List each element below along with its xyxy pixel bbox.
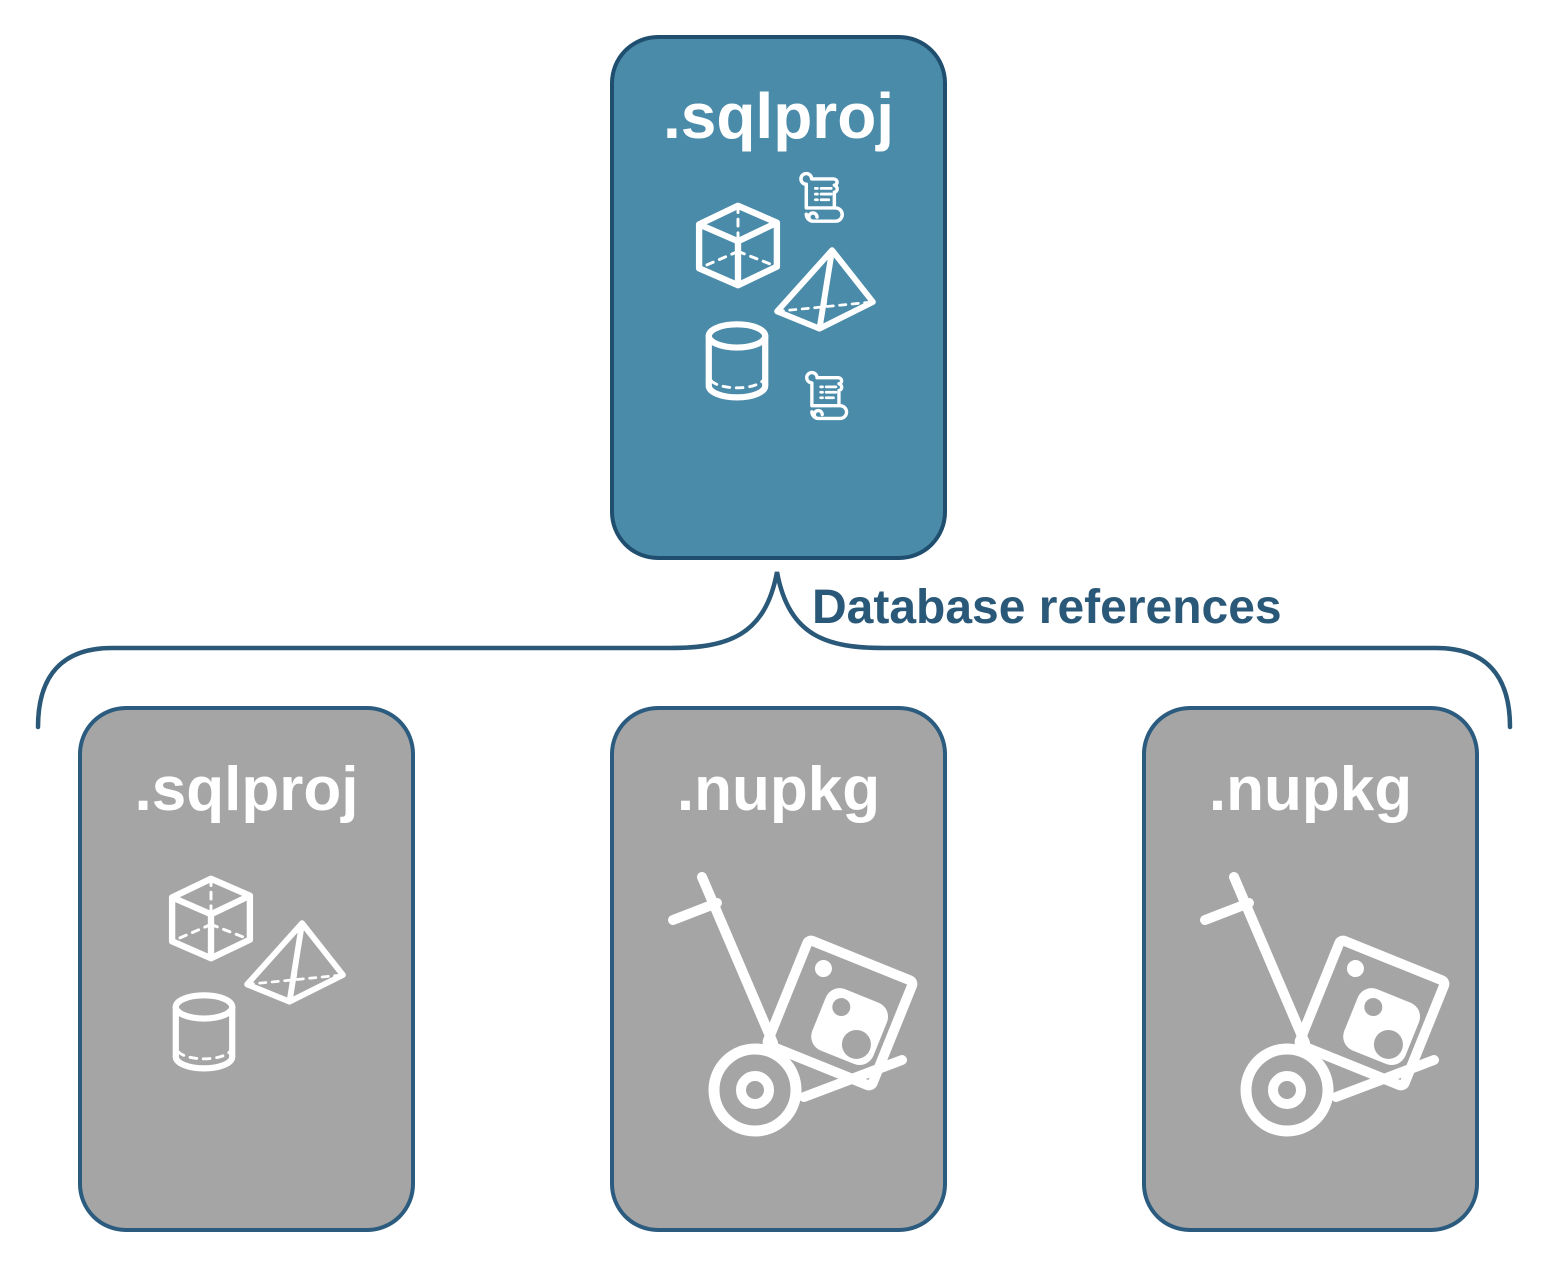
pyramid-icon	[774, 247, 876, 335]
dolly-wheel	[708, 1043, 802, 1137]
scroll-icon	[800, 370, 856, 427]
brace-path	[35, 571, 1513, 730]
child-card-label: .nupkg	[1208, 755, 1413, 824]
pyramid-icon	[244, 920, 346, 1008]
child-sqlproj-card: .sqlproj	[78, 706, 415, 1232]
child-nupkg-card: .nupkg	[610, 706, 947, 1232]
dolly-bar	[697, 872, 778, 1048]
cylinder-hidden-edge	[176, 1050, 232, 1061]
package-dolly-icon	[1200, 870, 1451, 1140]
cube-hidden-edges	[170, 877, 252, 943]
cylinder-icon	[702, 321, 772, 404]
package-box	[762, 935, 918, 1091]
cylinder-hidden-edge	[709, 379, 765, 390]
cylinder-body	[705, 332, 769, 401]
nuget-hole-small	[1364, 998, 1383, 1017]
scroll-text-lines	[819, 385, 838, 400]
dolly-wheel-hub	[1268, 1071, 1306, 1109]
package-box	[1294, 935, 1450, 1091]
root-card-label: .sqlproj	[662, 80, 895, 152]
scroll-outline	[805, 370, 849, 421]
scroll-outline	[799, 171, 844, 223]
dolly-wheel	[1240, 1043, 1334, 1137]
cube-solid-edges	[695, 202, 781, 289]
pyramid-solid-edges	[244, 920, 346, 1005]
child-card-label: .nupkg	[676, 755, 881, 824]
cube-solid-edges	[168, 875, 254, 962]
nuget-hole-large	[1373, 1029, 1403, 1059]
child-nupkg-card: .nupkg	[1142, 706, 1479, 1232]
package-box-outline	[1294, 935, 1450, 1091]
scroll-icon	[794, 171, 852, 230]
nuget-hole-small	[832, 998, 851, 1017]
dolly-wheel-hub	[736, 1071, 774, 1109]
root-sqlproj-card: .sqlproj	[610, 35, 947, 560]
scroll-text-lines	[814, 186, 833, 202]
cylinder-icon	[169, 992, 239, 1075]
cube-hidden-edges	[697, 204, 779, 270]
cube-icon	[167, 872, 255, 965]
nuget-dot	[1346, 960, 1364, 978]
connector-label: Database references	[812, 581, 1282, 634]
pyramid-solid-edges	[774, 247, 876, 332]
child-card-label: .sqlproj	[134, 755, 359, 824]
package-box-outline	[762, 935, 918, 1091]
cylinder-body	[172, 1003, 236, 1072]
cylinder-top	[172, 992, 236, 1022]
nuget-hole-large	[841, 1029, 871, 1059]
package-dolly-icon	[668, 870, 919, 1140]
cube-icon	[694, 199, 782, 292]
nuget-dot	[814, 960, 832, 978]
cylinder-top	[705, 321, 769, 351]
dolly-bar	[1229, 872, 1310, 1048]
